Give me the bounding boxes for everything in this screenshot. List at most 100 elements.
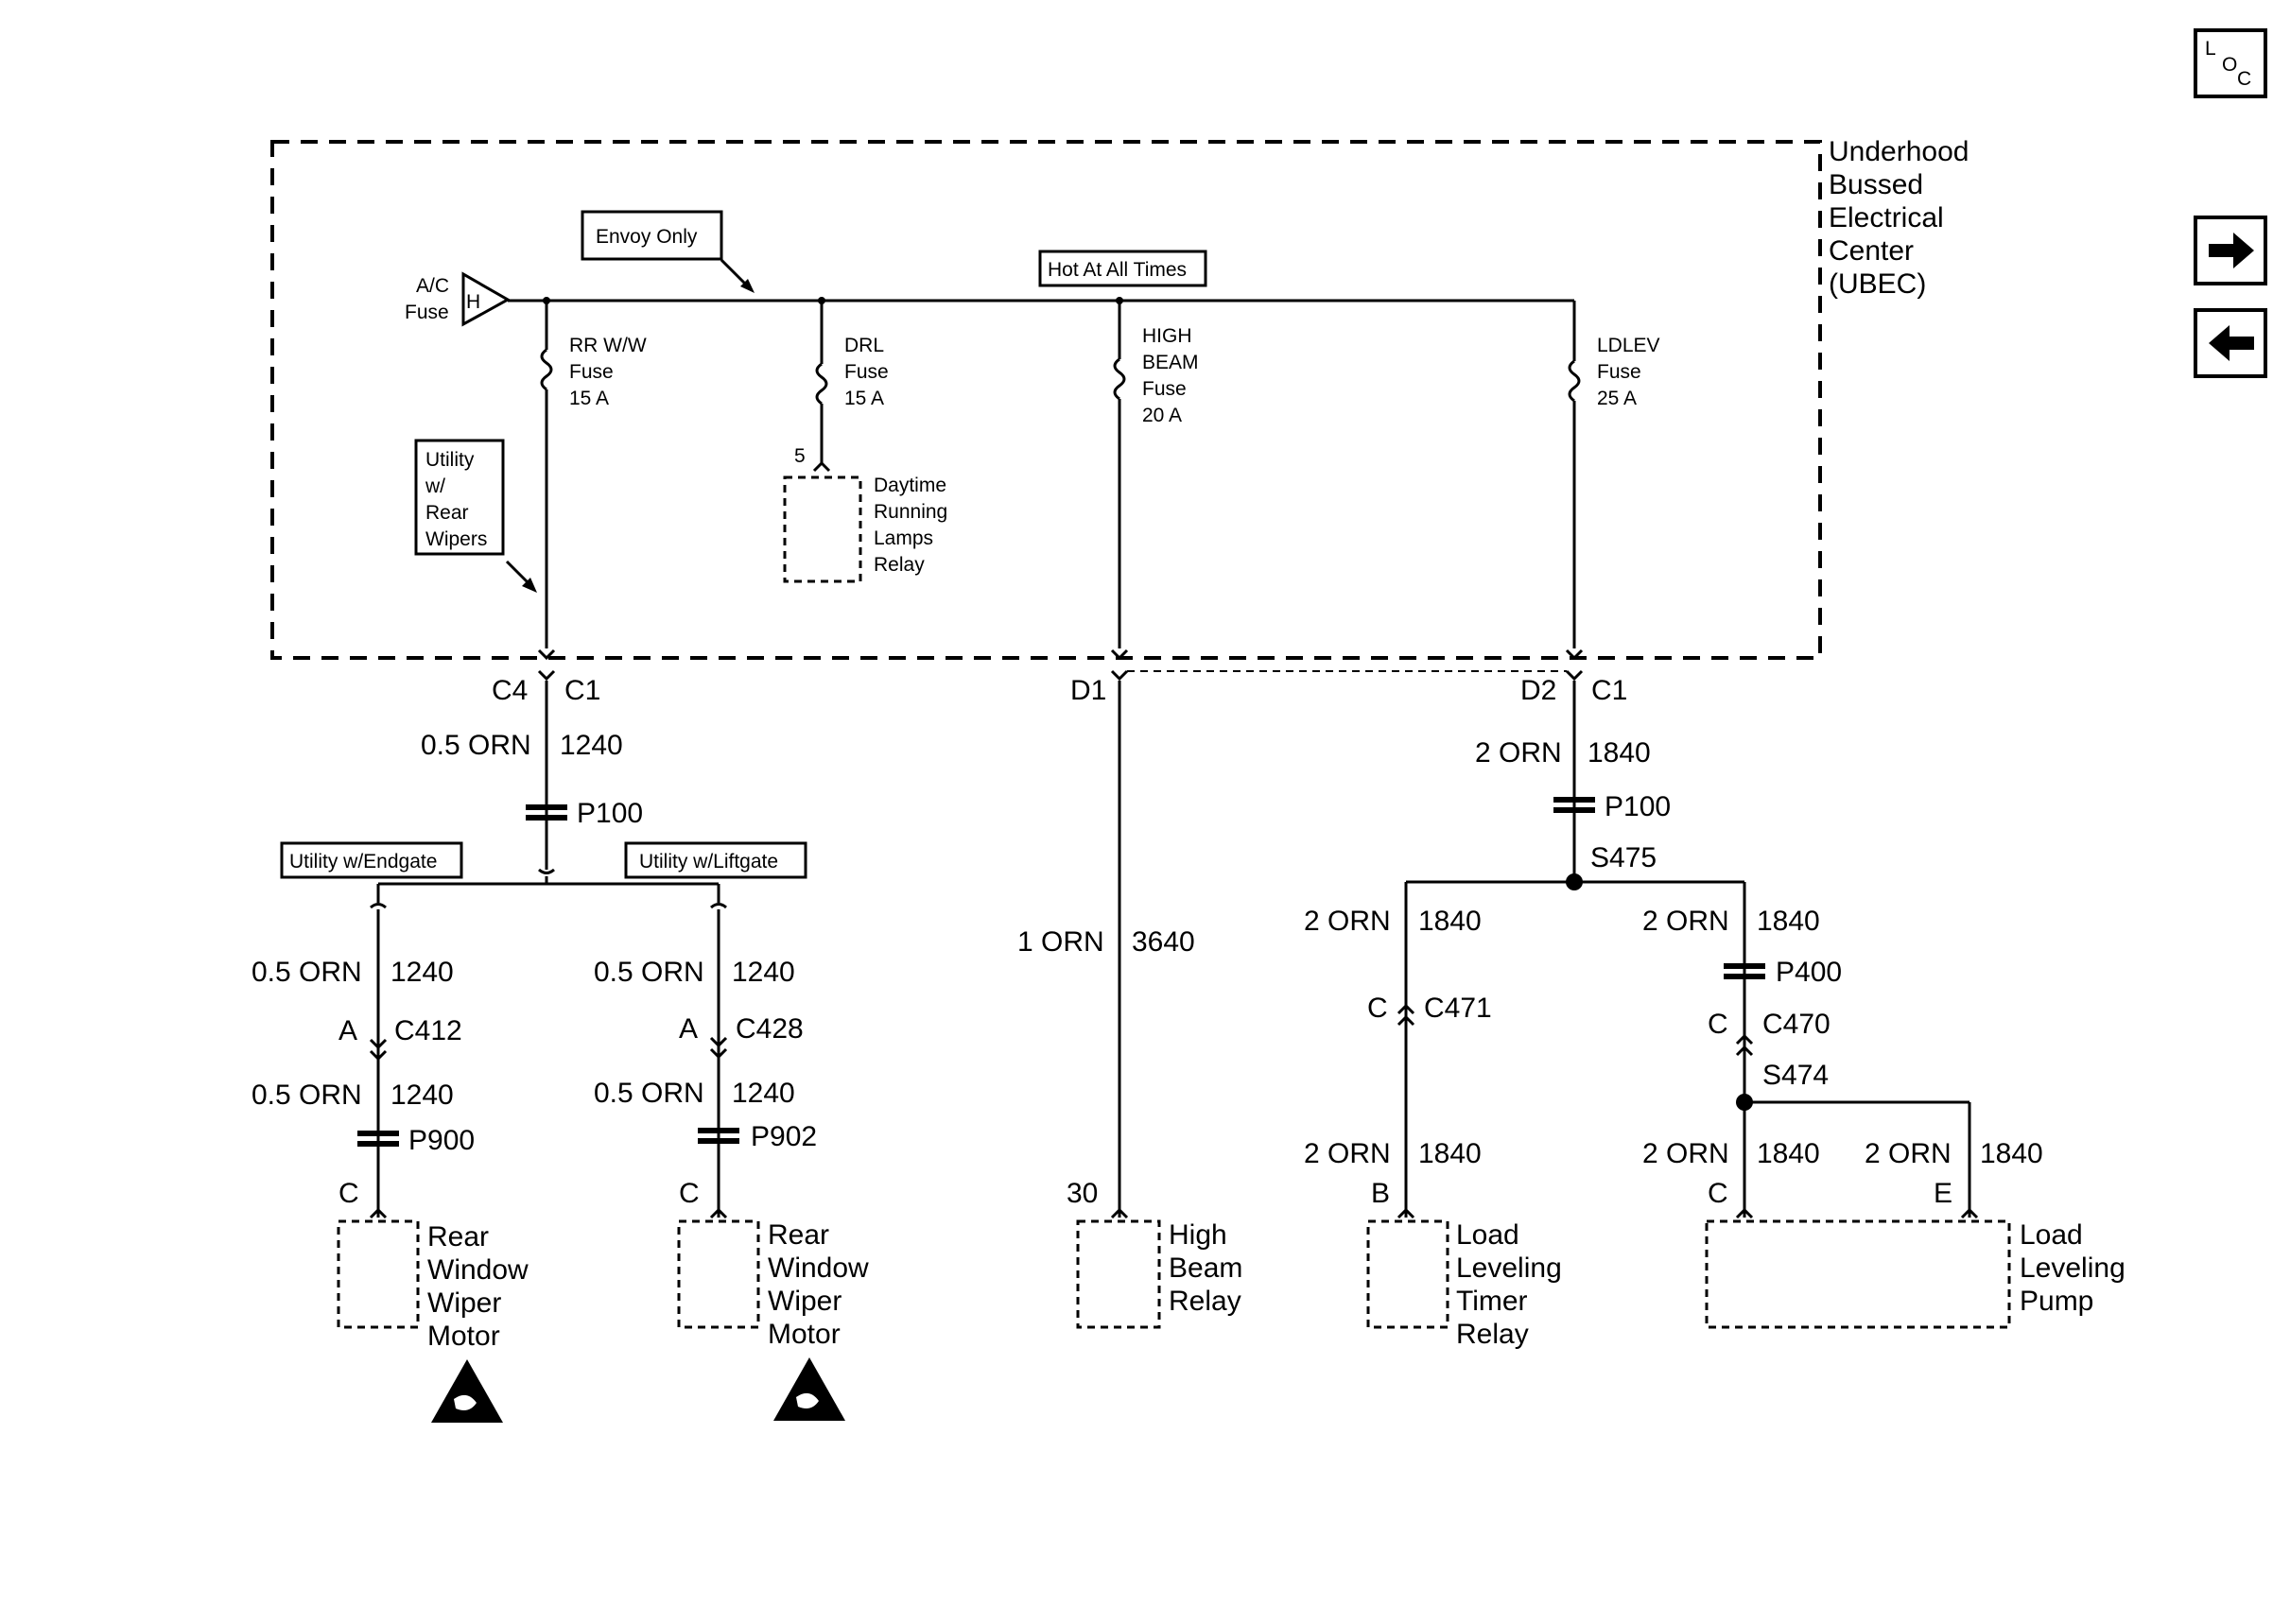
svg-text:C470: C470 [1762,1009,1831,1040]
svg-text:Window: Window [768,1253,869,1284]
ubec-boundary [270,140,1822,660]
svg-text:C: C [679,1178,700,1209]
svg-text:P902: P902 [751,1121,817,1152]
svg-text:Rear: Rear [427,1221,489,1253]
svg-text:Wiper: Wiper [768,1286,842,1317]
svg-text:P100: P100 [577,798,643,829]
high-beam-fuse: HIGH BEAM Fuse 20 A [1113,297,1199,648]
wire-label-w2: 0.5 ORN 1240 [252,957,454,988]
splice-s475: S475 [1566,842,1657,890]
loc-button[interactable]: L O C [2194,28,2267,98]
svg-text:P900: P900 [408,1125,475,1156]
connector-p900: P900 [357,1125,475,1156]
ac-fuse-source: A/C Fuse H [405,271,512,327]
envoy-only-tag: Envoy Only [581,210,755,293]
svg-text:1240: 1240 [390,957,454,988]
previous-page-button[interactable] [2194,308,2267,378]
svg-text:Timer: Timer [1456,1286,1528,1317]
wire-label-w7: 2 ORN 1840 [1475,737,1651,769]
svg-text:D2: D2 [1520,675,1556,706]
svg-text:C: C [338,1178,359,1209]
svg-text:w/: w/ [425,475,445,497]
svg-text:C: C [1367,993,1388,1024]
svg-text:0.5 ORN: 0.5 ORN [594,957,704,988]
svg-text:Relay: Relay [1169,1286,1241,1317]
connector-p100-left: P100 [526,798,643,829]
wire-label-w5: 0.5 ORN 1240 [594,1078,795,1109]
svg-text:2 ORN: 2 ORN [1475,737,1562,769]
svg-text:0.5 ORN: 0.5 ORN [594,1078,704,1109]
svg-text:0.5 ORN: 0.5 ORN [252,957,362,988]
svg-text:C: C [1708,1009,1728,1040]
svg-text:HIGH: HIGH [1142,325,1192,347]
utility-endgate-tag: Utility w/Endgate [280,841,463,879]
drl-relay: 5 Daytime Running Lamps Relay [783,445,947,583]
ldlev-fuse: LDLEV Fuse 25 A [1568,301,1660,648]
svg-text:Fuse: Fuse [844,361,889,383]
wire-label-w6: 1 ORN 3640 [1017,926,1195,958]
svg-text:1240: 1240 [560,730,623,761]
svg-text:25 A: 25 A [1597,388,1637,409]
connector-p902: P902 [698,1121,817,1152]
svg-text:Running: Running [874,501,947,523]
svg-text:Fuse: Fuse [569,361,614,383]
svg-text:Center: Center [1829,235,1914,267]
next-page-button[interactable] [2194,216,2267,285]
svg-text:L: L [2205,38,2216,60]
svg-text:C1: C1 [564,675,600,706]
svg-text:High: High [1169,1219,1227,1251]
svg-text:C: C [1708,1178,1728,1209]
svg-text:DRL: DRL [844,335,884,356]
svg-text:Window: Window [427,1254,529,1286]
svg-text:Wiper: Wiper [427,1287,501,1319]
utility-liftgate-tag: Utility w/Liftgate [624,841,807,879]
svg-text:1840: 1840 [1418,1138,1482,1169]
svg-text:E: E [1934,1178,1952,1209]
svg-text:1840: 1840 [1757,906,1820,937]
svg-text:Fuse: Fuse [1142,378,1187,400]
svg-text:RR W/W: RR W/W [569,335,647,356]
svg-text:1240: 1240 [732,1078,795,1109]
svg-text:Motor: Motor [768,1319,841,1350]
svg-text:C: C [2237,68,2251,90]
connector-c471: C C471 [1367,993,1492,1027]
svg-text:B: B [1371,1178,1390,1209]
svg-text:Fuse: Fuse [1597,361,1641,383]
wire-label-w8: 2 ORN 1840 [1304,906,1482,937]
svg-text:1240: 1240 [390,1080,454,1111]
svg-text:1840: 1840 [1980,1138,2043,1169]
svg-text:Fuse: Fuse [405,302,449,323]
wire-label-w4: 0.5 ORN 1240 [594,957,795,988]
svg-text:Utility w/Liftgate: Utility w/Liftgate [639,851,778,872]
svg-text:Relay: Relay [1456,1319,1529,1350]
drl-fuse: DRL Fuse 15 A [815,297,889,463]
svg-text:1840: 1840 [1418,906,1482,937]
svg-text:O: O [2222,54,2237,76]
svg-text:Electrical: Electrical [1829,202,1944,233]
svg-text:5: 5 [794,445,806,467]
svg-text:30: 30 [1067,1178,1098,1209]
svg-text:Load: Load [1456,1219,1519,1251]
connector-c470: C C470 [1708,1009,1831,1057]
svg-text:Bussed: Bussed [1829,169,1923,200]
rear-window-wiper-motor-1: C Rear Window Wiper Motor [337,1178,529,1352]
ubec-label: Underhood Bussed Electrical Center (UBEC… [1829,136,1969,300]
svg-text:C412: C412 [394,1015,462,1046]
svg-text:P400: P400 [1776,957,1842,988]
svg-text:Rear: Rear [768,1219,829,1251]
svg-text:2 ORN: 2 ORN [1865,1138,1952,1169]
svg-text:D1: D1 [1070,675,1106,706]
hot-at-all-times-tag: Hot At All Times [1038,250,1207,287]
svg-text:(UBEC): (UBEC) [1829,268,1926,300]
svg-text:0.5 ORN: 0.5 ORN [252,1080,362,1111]
high-beam-relay: 30 High Beam Relay [1067,1178,1242,1329]
svg-text:C428: C428 [736,1013,804,1045]
wire-label-w12: 2 ORN 1840 [1865,1138,2043,1169]
left-arrow-icon [2209,325,2254,361]
svg-text:1240: 1240 [732,957,795,988]
svg-text:1 ORN: 1 ORN [1017,926,1104,958]
connector-d1: D1 [1070,648,1567,706]
load-leveling-timer-relay: B Load Leveling Timer Relay [1366,1178,1562,1350]
svg-text:Underhood: Underhood [1829,136,1969,167]
svg-text:Motor: Motor [427,1321,500,1352]
